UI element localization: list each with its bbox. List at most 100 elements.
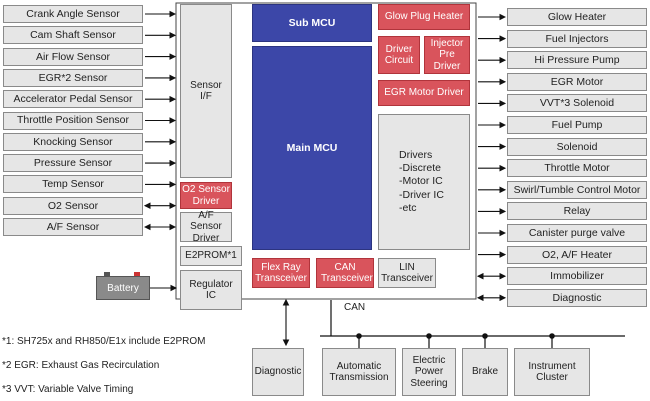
drivers-block: Drivers -Discrete -Motor IC -Driver IC -…	[378, 114, 470, 250]
drivers-block-label: Drivers -Discrete -Motor IC -Driver IC -…	[399, 149, 444, 214]
output-label: Solenoid	[556, 140, 598, 153]
main-mcu: Main MCU	[252, 46, 372, 250]
can-junction-4	[549, 333, 555, 339]
sensor-10: A/F Sensor	[3, 218, 143, 236]
output-label: Throttle Motor	[544, 162, 610, 175]
can-node-1: Automatic Transmission	[322, 348, 396, 396]
output-label: Hi Pressure Pump	[534, 54, 620, 67]
output-0: Glow Heater	[507, 8, 647, 26]
sensor-if: Sensor I/F	[180, 4, 232, 178]
output-3: EGR Motor	[507, 72, 647, 91]
output-label: Glow Heater	[547, 10, 607, 23]
injector-pre-driver: Injector Pre Driver	[424, 36, 470, 74]
sub-mcu: Sub MCU	[252, 4, 372, 42]
output-2: Hi Pressure Pump	[507, 51, 647, 70]
egr-motor-driver-label: EGR Motor Driver	[384, 87, 464, 99]
sensor-label: Temp Sensor	[42, 178, 104, 191]
can-node-label: Brake	[471, 366, 499, 378]
main-mcu-label: Main MCU	[286, 141, 338, 154]
output-label: VVT*3 Solenoid	[539, 97, 615, 110]
regulator-ic-label: Regulator IC	[189, 278, 233, 302]
output-9: Relay	[507, 202, 647, 221]
lin-transceiver: LIN Transceiver	[378, 258, 436, 288]
can-node-2: Electric Power Steering	[402, 348, 456, 396]
output-13: Diagnostic	[507, 288, 647, 307]
can-transceiver-label: CAN Transceiver	[321, 261, 373, 285]
sensor-label: Throttle Position Sensor	[16, 114, 130, 127]
can-node-label: Instrument Cluster	[528, 360, 576, 384]
battery-terminal-pos	[134, 272, 140, 276]
driver-circuit: Driver Circuit	[378, 36, 420, 74]
sensor-8: Temp Sensor	[3, 175, 143, 194]
can-node-label: Diagnostic	[254, 366, 302, 378]
output-8: Swirl/Tumble Control Motor	[507, 180, 647, 199]
sensor-label: A/F Sensor	[46, 220, 100, 233]
footnote-1: *1: SH725x and RH850/E1x include E2PROM	[2, 336, 206, 347]
footnote-3: *3 VVT: Variable Valve Timing	[2, 384, 134, 395]
output-6: Solenoid	[507, 137, 647, 156]
battery-terminal-neg	[104, 272, 110, 276]
footnote-2: *2 EGR: Exhaust Gas Recirculation	[2, 360, 160, 371]
output-1: Fuel Injectors	[507, 29, 647, 48]
output-label: EGR Motor	[550, 75, 604, 88]
lin-transceiver-label: LIN Transceiver	[381, 261, 433, 285]
output-label: Diagnostic	[552, 291, 602, 304]
af-sensor-driver-label: A/F Sensor Driver	[190, 209, 222, 244]
glow-plug-heater: Glow Plug Heater	[378, 4, 470, 30]
sensor-0: Crank Angle Sensor	[3, 5, 143, 23]
output-label: Swirl/Tumble Control Motor	[513, 183, 641, 196]
driver-circuit-label: Driver Circuit	[384, 43, 414, 67]
af-sensor-driver: A/F Sensor Driver	[180, 209, 232, 244]
glow-plug-heater-label: Glow Plug Heater	[384, 11, 464, 23]
output-label: Canister purge valve	[528, 226, 626, 239]
sensor-5: Throttle Position Sensor	[3, 111, 143, 130]
output-12: Immobilizer	[507, 267, 647, 286]
can-junction-1	[356, 333, 362, 339]
output-5: Fuel Pump	[507, 116, 647, 134]
output-label: Fuel Injectors	[545, 32, 609, 45]
sensor-label: Knocking Sensor	[33, 135, 113, 148]
sensor-1: Cam Shaft Sensor	[3, 26, 143, 45]
sensor-label: EGR*2 Sensor	[38, 71, 108, 84]
flexray-transceiver-label: Flex Ray Transceiver	[255, 261, 307, 285]
output-7: Throttle Motor	[507, 159, 647, 178]
o2-sensor-driver: O2 Sensor Driver	[180, 182, 232, 209]
sensor-3: EGR*2 Sensor	[3, 68, 143, 87]
e2prom: E2PROM*1	[180, 246, 242, 266]
can-junction-3	[482, 333, 488, 339]
regulator-ic: Regulator IC	[180, 270, 242, 310]
sensor-if-label: Sensor I/F	[190, 79, 222, 103]
sensor-6: Knocking Sensor	[3, 132, 143, 151]
sensor-2: Air Flow Sensor	[3, 47, 143, 66]
can-node-label: Automatic Transmission	[329, 360, 389, 384]
output-label: Immobilizer	[550, 270, 604, 283]
sensor-label: Crank Angle Sensor	[26, 7, 120, 20]
output-label: O2, A/F Heater	[541, 248, 613, 261]
sensor-4: Accelerator Pedal Sensor	[3, 90, 143, 109]
sensor-label: Cam Shaft Sensor	[30, 29, 116, 42]
sensor-9: O2 Sensor	[3, 196, 143, 215]
output-label: Relay	[563, 205, 591, 218]
e2prom-label: E2PROM*1	[185, 250, 237, 262]
can-node-4: Instrument Cluster	[514, 348, 590, 396]
output-4: VVT*3 Solenoid	[507, 94, 647, 113]
output-label: Fuel Pump	[551, 118, 603, 131]
can-node-label: Electric Power Steering	[410, 354, 448, 389]
sensor-7: Pressure Sensor	[3, 154, 143, 173]
sensor-label: Accelerator Pedal Sensor	[13, 93, 133, 106]
output-11: O2, A/F Heater	[507, 245, 647, 264]
output-10: Canister purge valve	[507, 224, 647, 242]
can-transceiver: CAN Transceiver	[316, 258, 374, 288]
sub-mcu-label: Sub MCU	[288, 16, 336, 29]
battery-label: Battery	[107, 282, 139, 294]
can-node-3: Brake	[462, 348, 508, 396]
egr-motor-driver: EGR Motor Driver	[378, 80, 470, 106]
can-bus-label: CAN	[344, 302, 366, 313]
battery: Battery	[96, 272, 150, 300]
sensor-label: Pressure Sensor	[33, 157, 113, 170]
can-junction-2	[426, 333, 432, 339]
injector-pre-driver-label: Injector Pre Driver	[430, 37, 464, 72]
can-node-0: Diagnostic	[252, 348, 304, 396]
o2-sensor-driver-label: O2 Sensor Driver	[182, 184, 230, 207]
battery-body: Battery	[96, 276, 150, 300]
